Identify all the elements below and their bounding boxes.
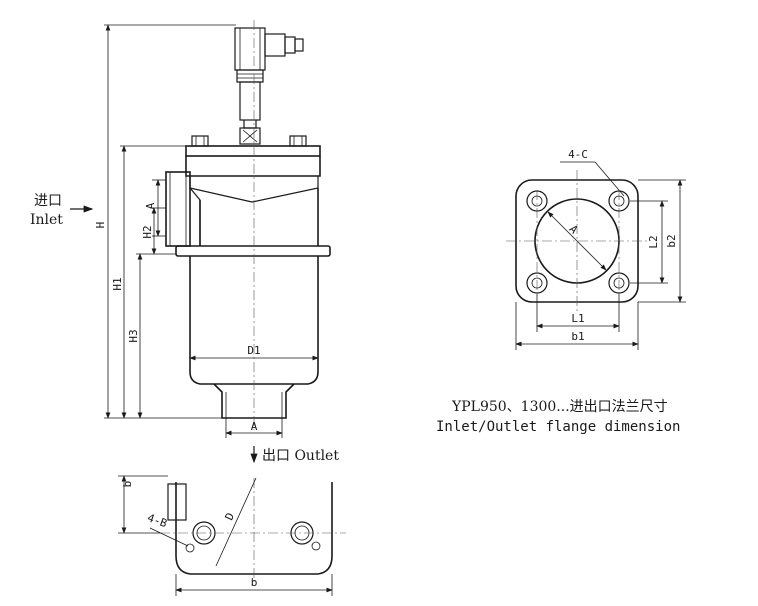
small-hole-right: [311, 541, 321, 551]
dim-label-b2: b2: [665, 234, 678, 247]
flange-caption-cn: YPL950、1300...进出口法兰尺寸: [452, 399, 668, 415]
outlet-label: 出口 Outlet: [262, 448, 339, 464]
dim-label-H3: H3: [127, 329, 140, 342]
dimension-L1: [536, 294, 620, 332]
inlet-label-en: Inlet: [30, 212, 63, 228]
dim-label-D: D: [223, 511, 238, 522]
dimension-b-bottom: [175, 574, 333, 596]
dim-label-4B: 4-B: [146, 511, 169, 530]
inlet-port: [165, 171, 201, 247]
dimension-H1: [120, 145, 186, 419]
dim-label-L1: L1: [571, 312, 584, 325]
dim-label-H2: H2: [141, 225, 154, 238]
dimension-A-bottom: [225, 418, 283, 438]
leader-4B: [149, 527, 189, 547]
bottom-view-port: [167, 483, 187, 521]
dim-label-b-side: b: [121, 481, 134, 488]
dim-label-D1: D1: [247, 344, 260, 357]
dim-label-H1: H1: [111, 277, 124, 290]
dimension-L2: [630, 200, 668, 284]
dimension-H3: [136, 253, 176, 419]
bottom-view: D 4-B b b: [118, 475, 346, 596]
housing-neck: [199, 188, 319, 246]
leader-4C: [594, 161, 625, 197]
flange-caption-en: Inlet/Outlet flange dimension: [436, 419, 681, 435]
dim-label-b-bottom: b: [251, 576, 258, 589]
dimension-b-side: [118, 475, 168, 534]
dim-label-A-bottom: A: [251, 420, 258, 433]
dim-label-b1: b1: [571, 330, 584, 343]
inlet-label-cn: 进口: [34, 193, 62, 209]
small-hole-left: [185, 543, 195, 553]
dim-label-4C: 4-C: [568, 148, 588, 161]
flange-view: A 4-C L2 b2 L1 b1: [506, 148, 686, 350]
dimension-b2: [638, 179, 686, 303]
dimension-D-line: [215, 477, 257, 567]
top-cover-plate: [185, 145, 321, 157]
dimension-A-flange: [547, 211, 607, 271]
top-cover: [185, 156, 321, 177]
dim-label-A-side: A: [144, 202, 157, 209]
housing-flange: [175, 245, 331, 257]
main-view: H H1 H3 H2 A D1 A: [30, 20, 339, 464]
dim-label-H: H: [94, 222, 107, 229]
sensor-connector: [234, 27, 304, 145]
dimension-b1: [515, 302, 639, 350]
dim-label-L2: L2: [647, 235, 660, 248]
dimension-A-side: [152, 179, 166, 237]
dim-label-A-flange: A: [567, 223, 581, 237]
